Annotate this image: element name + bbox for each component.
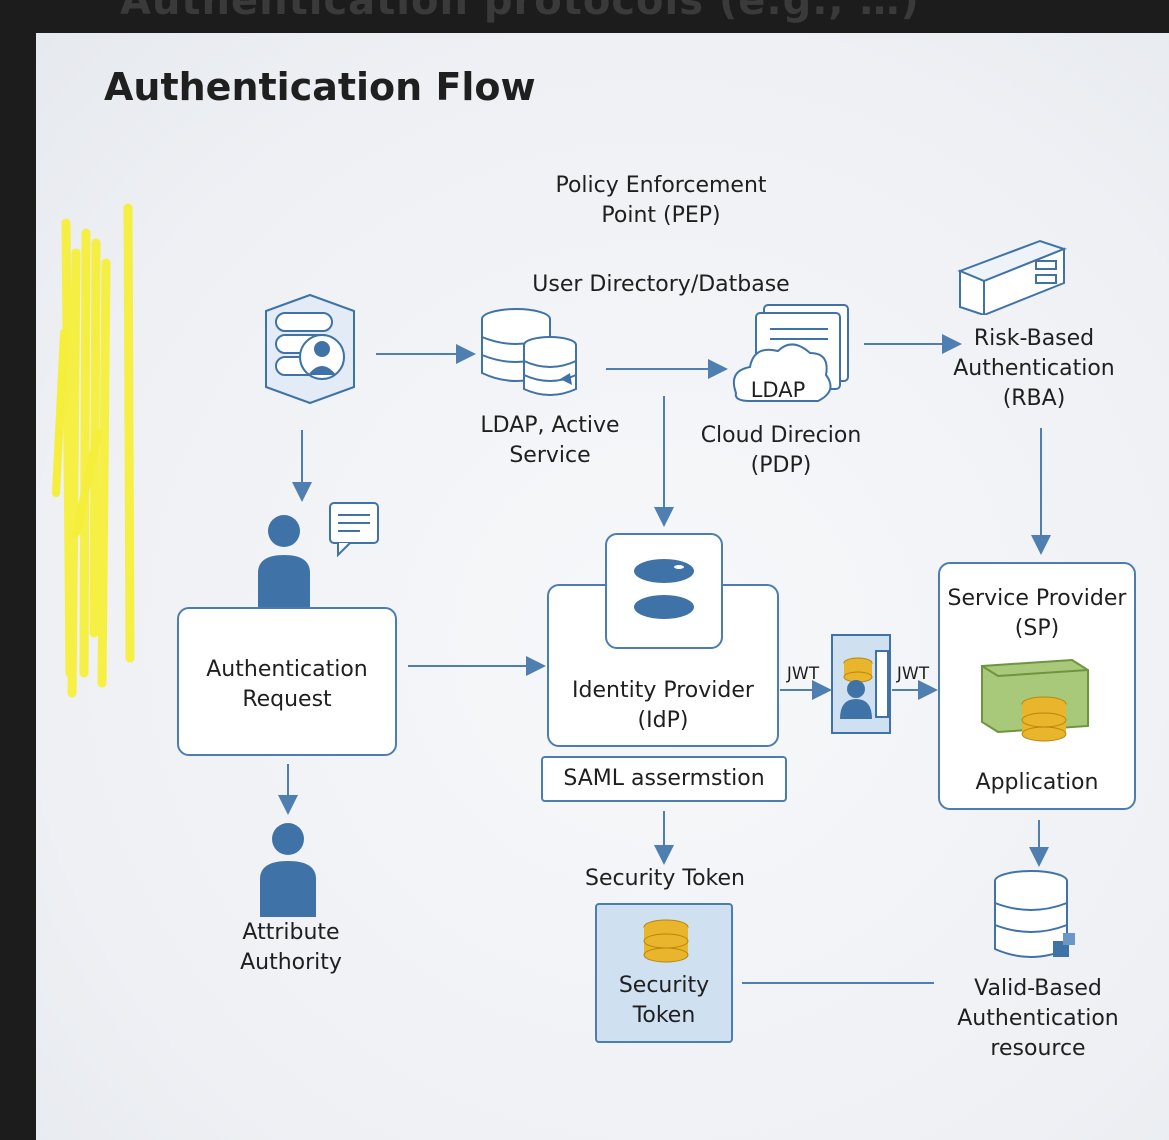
security-token-label: Security Token [585,866,745,891]
diagram-card: Authentication Flow [36,33,1169,1140]
attribute-authority-label: Attribute Authority [240,920,342,975]
idp-label: Identity Provider (IdP) [572,678,754,733]
saml-label: SAML assermstion [563,766,765,791]
security-token-box: Security Token [595,903,733,1043]
highlighter-marks [52,203,135,698]
pep-label: Policy Enforcement Point (PEP) [555,173,767,228]
connector-layer [278,334,1051,984]
coin-stack-icon [643,919,689,963]
page-title: Authentication Flow [104,65,536,109]
jwt-right-label: JWT [896,664,930,684]
cloud-direction-label: Cloud Direcion (PDP) [700,423,862,478]
user-directory-label: User Directory/Datbase [532,272,790,297]
valid-resource-database-icon [994,870,1075,958]
application-icon [981,658,1089,742]
auth-request-label: Authentication Request [206,657,368,712]
ldap-badge-label: LDAP [750,378,806,402]
ldap-cloud-icon [732,304,849,402]
jwt-left-label: JWT [786,664,820,684]
sp-label: Service Provider (SP) [947,586,1127,641]
ldap-active-label: LDAP, Active Service [480,413,620,468]
top-ghost-text: Authentication protocols (e.g., …) [120,0,920,24]
valid-based-label: Valid-Based Authentication resource [957,976,1119,1061]
security-token-box-label: Security Token [618,973,710,1028]
rba-device-icon [957,239,1067,315]
idp-icon-box [605,533,723,649]
user-database-icon [265,293,355,405]
application-label: Application [975,770,1099,795]
auth-request-box: Authentication Request [177,607,397,756]
sp-box: Service Provider (SP) Application [938,562,1136,810]
attribute-authority-person-icon [260,823,316,917]
saml-box: SAML assermstion [541,756,787,802]
idp-token-icon [634,559,694,619]
user-chat-icon [258,502,379,609]
ldap-database-icon [481,308,577,396]
rba-label: Risk-Based Authentication (RBA) [953,326,1115,411]
jwt-token-icon [831,634,891,734]
